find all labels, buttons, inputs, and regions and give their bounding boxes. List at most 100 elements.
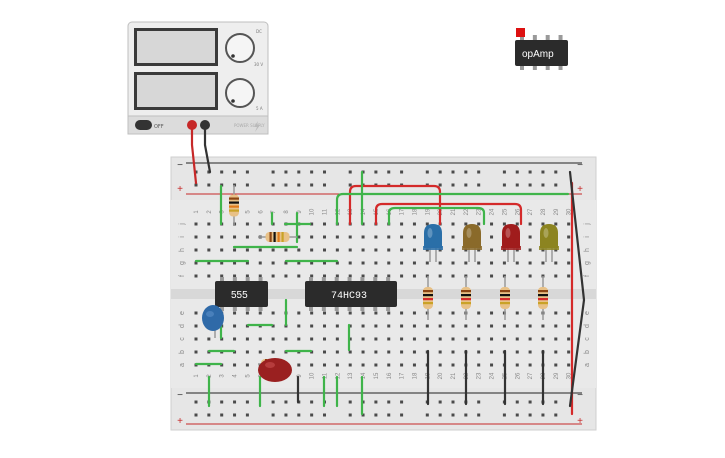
breadboard-hole[interactable] (271, 311, 275, 315)
breadboard-hole[interactable] (400, 350, 404, 354)
breadboard-hole[interactable] (451, 222, 455, 226)
breadboard-hole[interactable] (348, 324, 352, 328)
breadboard-hole[interactable] (412, 222, 416, 226)
rail-hole[interactable] (554, 183, 558, 187)
rail-hole[interactable] (425, 170, 429, 174)
breadboard-hole[interactable] (554, 311, 558, 315)
rail-hole[interactable] (323, 183, 326, 187)
rail-hole[interactable] (451, 170, 455, 174)
rail-hole[interactable] (515, 400, 519, 404)
rail-hole[interactable] (310, 183, 314, 187)
breadboard-hole[interactable] (207, 222, 211, 226)
breadboard-hole[interactable] (374, 248, 378, 252)
rail-hole[interactable] (271, 183, 275, 187)
rail-hole[interactable] (387, 413, 391, 417)
breadboard-hole[interactable] (361, 363, 365, 367)
breadboard-hole[interactable] (233, 248, 237, 252)
breadboard-hole[interactable] (490, 222, 494, 226)
breadboard-hole[interactable] (310, 363, 314, 367)
breadboard-hole[interactable] (220, 235, 224, 239)
breadboard-hole[interactable] (361, 248, 365, 252)
breadboard-hole[interactable] (490, 363, 494, 367)
breadboard-hole[interactable] (387, 248, 391, 252)
breadboard-hole[interactable] (541, 261, 545, 265)
breadboard-hole[interactable] (310, 274, 314, 278)
opamp-chip[interactable]: opAmp (515, 28, 568, 70)
breadboard-hole[interactable] (490, 311, 494, 315)
breadboard-hole[interactable] (335, 363, 339, 367)
rail-hole[interactable] (438, 413, 442, 417)
breadboard-hole[interactable] (297, 248, 301, 252)
breadboard-hole[interactable] (194, 261, 198, 265)
breadboard-hole[interactable] (477, 311, 481, 315)
breadboard-hole[interactable] (310, 311, 314, 315)
breadboard-hole[interactable] (387, 324, 391, 328)
breadboard-hole[interactable] (515, 222, 519, 226)
rail-hole[interactable] (284, 400, 288, 404)
rail-hole[interactable] (554, 170, 558, 174)
breadboard-hole[interactable] (438, 274, 442, 278)
breadboard-hole[interactable] (207, 337, 211, 341)
breadboard-hole[interactable] (233, 350, 237, 354)
breadboard-hole[interactable] (464, 261, 468, 265)
breadboard-hole[interactable] (220, 274, 224, 278)
breadboard-hole[interactable] (207, 261, 211, 265)
breadboard-hole[interactable] (541, 337, 545, 341)
breadboard-hole[interactable] (412, 261, 416, 265)
breadboard-hole[interactable] (528, 222, 532, 226)
breadboard-hole[interactable] (361, 261, 365, 265)
breadboard-hole[interactable] (567, 235, 571, 239)
breadboard-hole[interactable] (323, 261, 326, 265)
rail-hole[interactable] (451, 400, 455, 404)
breadboard-hole[interactable] (515, 311, 519, 315)
breadboard-hole[interactable] (400, 261, 404, 265)
breadboard-hole[interactable] (207, 235, 211, 239)
breadboard-hole[interactable] (245, 311, 249, 315)
breadboard-hole[interactable] (245, 235, 249, 239)
breadboard-hole[interactable] (515, 261, 519, 265)
rail-hole[interactable] (541, 183, 545, 187)
breadboard-hole[interactable] (233, 337, 237, 341)
rail-hole[interactable] (477, 183, 481, 187)
led-olive[interactable] (539, 224, 559, 262)
breadboard-hole[interactable] (477, 337, 481, 341)
breadboard-hole[interactable] (271, 324, 275, 328)
electrolytic-capacitor[interactable] (258, 358, 292, 382)
breadboard-hole[interactable] (284, 274, 288, 278)
breadboard-hole[interactable] (245, 261, 249, 265)
breadboard-hole[interactable] (258, 311, 262, 315)
rail-hole[interactable] (477, 400, 481, 404)
breadboard-hole[interactable] (567, 350, 571, 354)
breadboard-hole[interactable] (310, 235, 314, 239)
rail-hole[interactable] (297, 183, 301, 187)
breadboard-hole[interactable] (477, 350, 481, 354)
breadboard-hole[interactable] (233, 311, 237, 315)
breadboard-hole[interactable] (271, 350, 275, 354)
rail-hole[interactable] (361, 413, 365, 417)
resistor[interactable] (258, 232, 297, 242)
rail-hole[interactable] (194, 183, 198, 187)
breadboard-hole[interactable] (258, 274, 262, 278)
resistor[interactable] (538, 276, 548, 320)
rail-hole[interactable] (271, 170, 275, 174)
timer-555-chip[interactable]: 555 (215, 277, 268, 311)
breadboard-hole[interactable] (245, 337, 249, 341)
breadboard-hole[interactable] (425, 324, 429, 328)
rail-hole[interactable] (220, 400, 224, 404)
breadboard-hole[interactable] (323, 235, 326, 239)
breadboard-hole[interactable] (515, 324, 519, 328)
rail-hole[interactable] (438, 400, 442, 404)
rail-hole[interactable] (284, 170, 288, 174)
breadboard-hole[interactable] (194, 222, 198, 226)
breadboard-hole[interactable] (335, 274, 339, 278)
breadboard-hole[interactable] (528, 311, 532, 315)
current-knob[interactable] (225, 78, 255, 108)
rail-hole[interactable] (245, 413, 249, 417)
breadboard-hole[interactable] (438, 363, 442, 367)
breadboard-hole[interactable] (271, 337, 275, 341)
breadboard-hole[interactable] (297, 324, 301, 328)
breadboard-hole[interactable] (271, 261, 275, 265)
rail-hole[interactable] (284, 413, 288, 417)
breadboard-hole[interactable] (323, 324, 326, 328)
breadboard-hole[interactable] (323, 350, 326, 354)
